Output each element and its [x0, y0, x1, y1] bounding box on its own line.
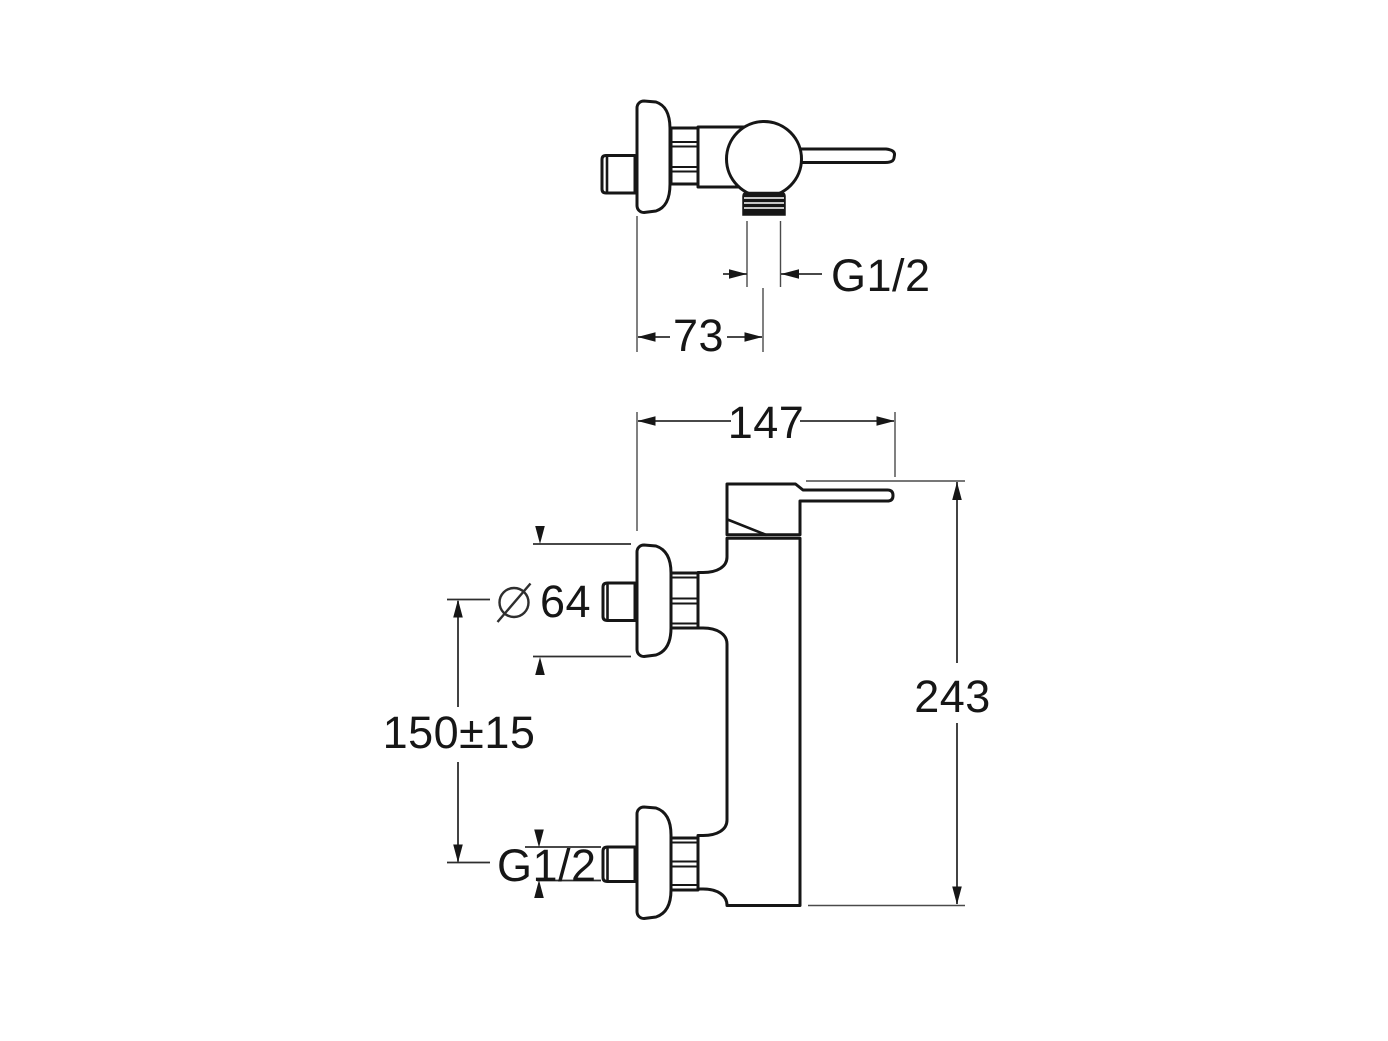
dimension-overall-height-label: 243: [914, 671, 991, 722]
arrowhead-icon: [534, 880, 544, 898]
hex-nut-facets: [671, 141, 698, 173]
lower-escutcheon: [635, 805, 673, 920]
arrowhead-icon: [637, 332, 656, 342]
arrowhead-icon: [781, 269, 799, 279]
lower-hex-nut: [669, 836, 700, 892]
mixer-body: [696, 536, 802, 907]
upper-escutcheon: [635, 543, 673, 658]
cartridge-cap: [725, 120, 803, 198]
dimension-escutcheon-diameter: 64: [496, 526, 631, 675]
arrowhead-icon: [535, 657, 545, 675]
diameter-symbol-icon: [496, 582, 532, 623]
dimension-escutcheon-diameter-label: 64: [540, 576, 591, 627]
dimension-outlet-thread-label: G1/2: [831, 250, 931, 301]
dimension-overall-depth: 147: [636, 397, 896, 531]
lower-wall-nipple: [601, 845, 637, 883]
arrowhead-icon: [637, 416, 656, 426]
lever-handle: [796, 147, 897, 164]
escutcheon: [635, 99, 672, 214]
arrowhead-icon: [952, 886, 962, 905]
arrowhead-icon: [876, 416, 895, 426]
dimension-inlet-thread-label: G1/2: [497, 840, 597, 891]
outlet-thread-grooves: [744, 197, 784, 209]
arrowhead-icon: [534, 829, 544, 848]
arrowhead-icon: [535, 526, 545, 544]
arrowhead-icon: [453, 599, 463, 618]
dimension-wall-to-outlet-label: 73: [673, 310, 724, 361]
cap-parting-line: [726, 518, 768, 537]
arrowhead-icon: [744, 332, 763, 342]
front-view: 147 243 64: [383, 397, 991, 920]
dimension-overall-height: 243: [806, 480, 991, 907]
cartridge-cap-and-lever: [725, 482, 895, 537]
lower-hex-nut-facets: [671, 841, 698, 886]
dimension-connection-spacing: 150±15: [383, 598, 536, 864]
upper-wall-nipple: [601, 581, 637, 622]
top-view: G1/2 73: [600, 99, 931, 361]
dimension-wall-to-outlet: 73: [636, 216, 764, 361]
hex-nut: [669, 126, 700, 186]
dimension-inlet-thread: G1/2: [497, 829, 601, 898]
dimension-overall-depth-label: 147: [728, 397, 805, 448]
arrowhead-icon: [453, 844, 463, 863]
arrowhead-icon: [952, 482, 962, 500]
dimension-outlet-thread: G1/2: [723, 221, 931, 301]
dimension-connection-spacing-label: 150±15: [383, 707, 536, 758]
upper-hex-nut: [669, 571, 700, 630]
wall-nipple: [600, 154, 637, 195]
upper-hex-nut-facets: [671, 576, 698, 625]
arrowhead-icon: [729, 269, 747, 279]
